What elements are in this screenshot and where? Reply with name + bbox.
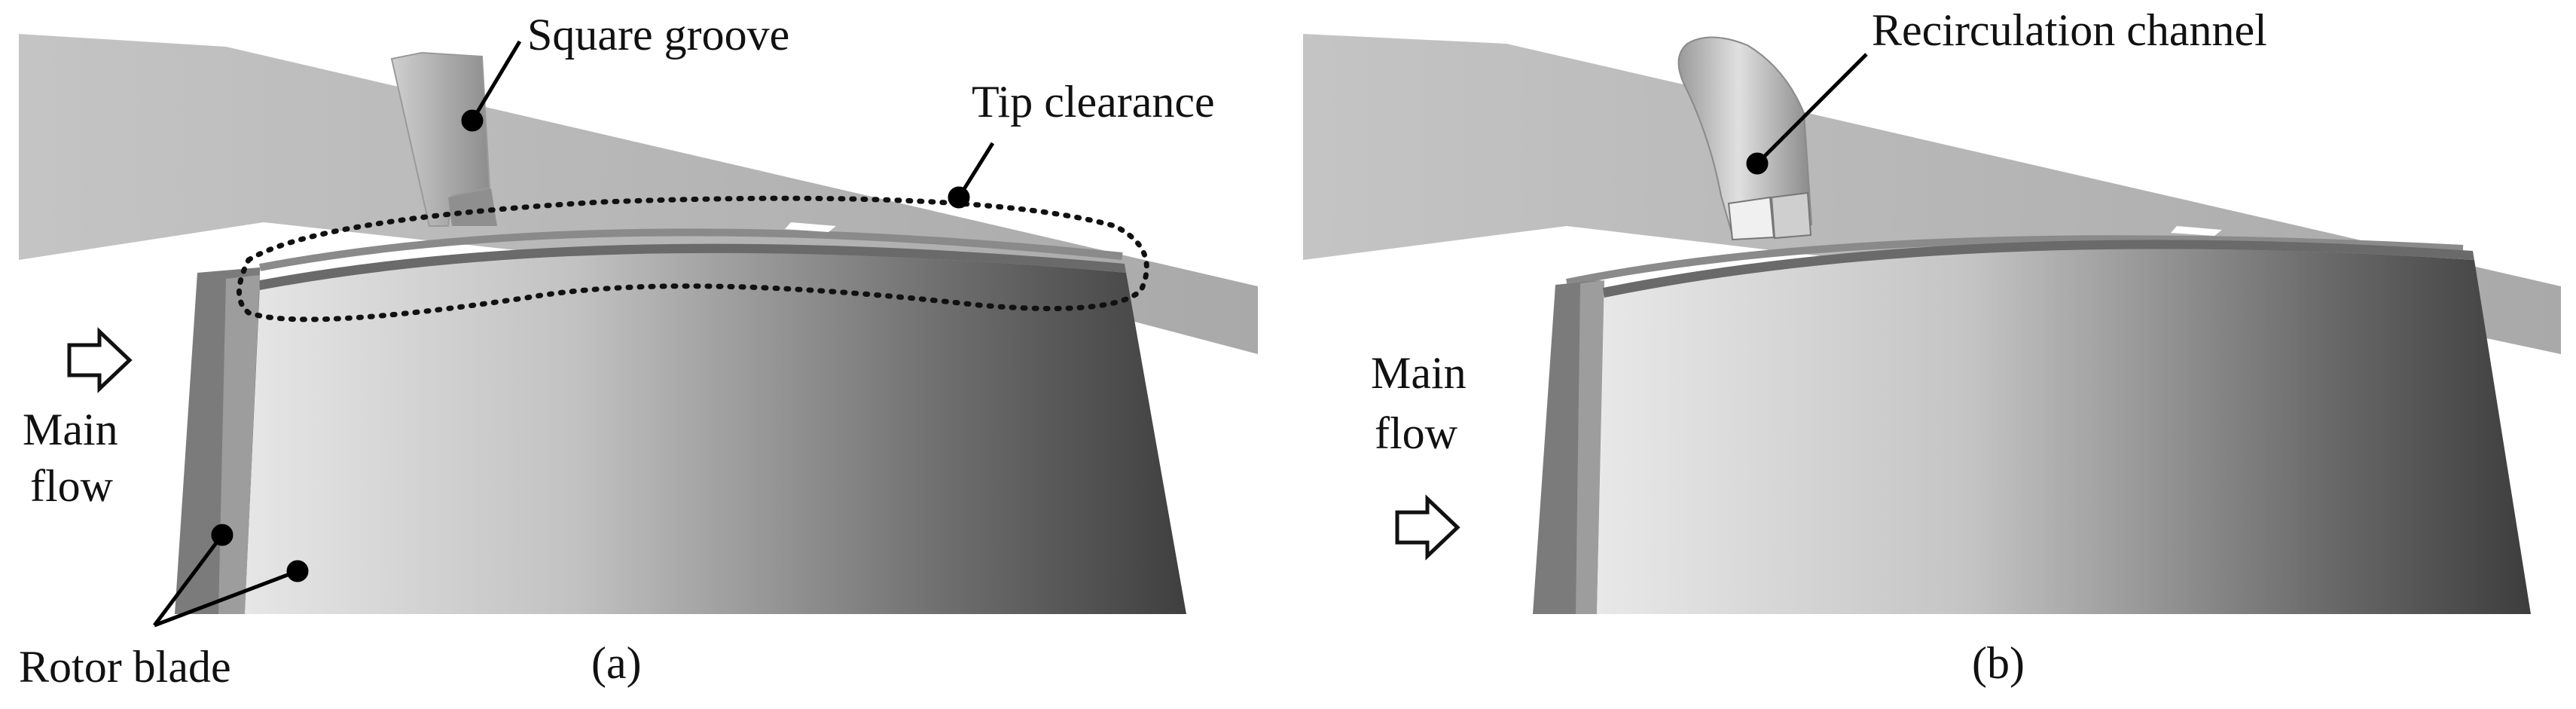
- recirculation-channel-shape: [1677, 36, 1813, 237]
- leaders-a: [153, 40, 995, 628]
- caption-b: (b): [1972, 638, 2025, 688]
- square-groove-side: [448, 188, 497, 226]
- panel-b: Recirculation channel Main flow (b): [1303, 5, 2561, 688]
- rotor-blade-surface-b: [1597, 249, 2531, 614]
- recirculation-channel-outlet-2: [1770, 191, 1812, 240]
- square-groove-shape: [390, 51, 491, 227]
- blade-tip-strip-b: [1603, 240, 2474, 298]
- main-flow-arrow-icon-b: [1395, 494, 1460, 561]
- caption-a: (a): [591, 638, 642, 688]
- label-tip-clearance: Tip clearance: [972, 77, 1215, 127]
- blade-edge-face-b-light: [1576, 280, 1604, 614]
- label-recirculation-channel: Recirculation channel: [1872, 5, 2267, 55]
- label-main-flow-a-line1: Main: [23, 405, 118, 454]
- tip-gap-highlight-b: [2171, 226, 2222, 236]
- tip-clearance-outline: [237, 195, 1149, 322]
- leaders-b: [1746, 53, 1868, 175]
- rotor-blade-surface-a: [245, 252, 1186, 614]
- blade-tip-strip-a: [260, 243, 1126, 290]
- tip-gap-highlight-a: [785, 222, 836, 232]
- recirculation-channel-outlet: [1727, 196, 1775, 241]
- label-main-flow-a-line2: flow: [30, 461, 114, 511]
- main-flow-arrow-icon-a: [67, 327, 133, 393]
- tip-gap-a: [259, 228, 1123, 271]
- label-square-groove: Square groove: [527, 10, 789, 60]
- label-main-flow-b-line2: flow: [1375, 408, 1458, 458]
- label-rotor-blade: Rotor blade: [19, 642, 231, 692]
- label-main-flow-b-line1: Main: [1371, 348, 1467, 398]
- panel-a: Square groove Tip clearance Main flow Ro…: [19, 10, 1258, 692]
- tip-gap-b: [1566, 235, 2464, 286]
